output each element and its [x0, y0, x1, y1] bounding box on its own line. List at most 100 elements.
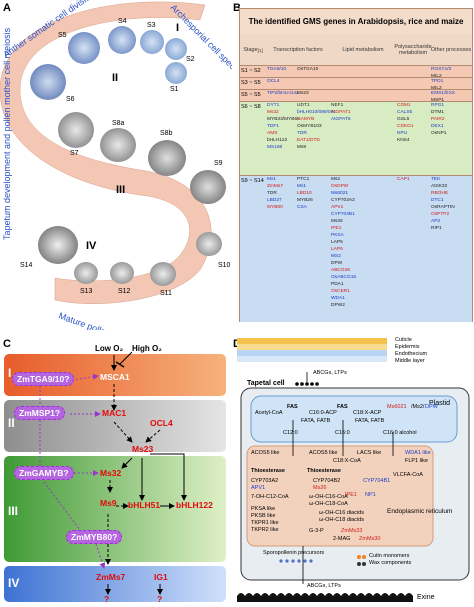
plastid-box	[250, 395, 458, 443]
pw-acetyl: Acetyl-CoA	[255, 410, 283, 416]
gene-name: PTC1	[297, 177, 310, 182]
pw-lacs: LACS like	[357, 450, 382, 456]
edge-mac1-ms23	[113, 421, 133, 443]
gene-name: CDM1	[397, 103, 411, 108]
gene-name: OsDPW	[331, 184, 349, 189]
panel-d-label: D	[233, 338, 241, 350]
gms-gene-table: The identified GMS genes in Arabidopsis,…	[239, 8, 473, 322]
gene-name: DYT1	[267, 103, 280, 108]
edge-ocl4-ms23	[145, 429, 161, 443]
cell-s10	[196, 232, 222, 256]
stage-s13: S13	[80, 288, 93, 295]
pw-c160: C16:0	[335, 430, 350, 436]
gene-name: ZmMs7	[267, 184, 283, 189]
gene-name: OsMYB103	[297, 124, 322, 129]
panel-b-label: B	[233, 2, 241, 14]
stage-roman-iii: III	[116, 184, 126, 196]
gene-name: PAIR2	[431, 117, 445, 122]
cell-s9	[190, 170, 226, 204]
gene-name: CDKG1	[397, 124, 414, 129]
pw-oh-c: ω-OH-C18-CoA	[309, 501, 348, 507]
pw-ms30: ZmMs30	[359, 536, 381, 542]
pw-c120: C12:0	[283, 430, 298, 436]
gene-name: ABCG26	[331, 268, 350, 273]
gene-name: TDR	[297, 131, 307, 136]
panel-c-label: C	[3, 338, 11, 350]
gene-name: MS2	[331, 254, 341, 259]
gene-name: AtSK32	[431, 184, 448, 189]
table-title: The identified GMS genes in Arabidopsis,…	[240, 9, 472, 35]
node-bhlh51: bHLH51	[128, 500, 161, 510]
table-row: S3 ~ S5OCL4TPD1MIL2Ms23	[240, 77, 472, 98]
gene-name: EMS1/EXS	[431, 91, 455, 96]
stage-s8a: S8a	[112, 120, 125, 127]
pw-g3p: G-3-P	[309, 528, 324, 534]
gene-name: RBOHE	[431, 191, 449, 196]
gene-name: RIP1	[431, 226, 442, 231]
label-plastid: Plastid	[429, 400, 451, 407]
gene-name: bHLH122	[267, 138, 288, 143]
gene-name: CSA	[297, 205, 307, 210]
stage-s8b: S8b	[160, 130, 173, 137]
node-ig1: IG1	[154, 572, 168, 582]
cell-s5	[68, 32, 100, 64]
pw-oh-a: 7-OH-C12-CoA	[251, 494, 289, 500]
layer-middle	[237, 356, 387, 362]
roman-ii: II	[8, 416, 15, 430]
arc-tapetum: Tapetum development and pollen mother ce…	[2, 27, 12, 240]
gene-name: LBD27	[267, 198, 282, 203]
pw-c18x: C18:X-CoA	[333, 458, 361, 464]
stage-roman-i: I	[176, 22, 180, 34]
label-abcg-top: ABCGs, LTPs	[313, 370, 347, 376]
pw-ms6021: Ms6021	[387, 404, 407, 410]
gene-name: Mx1	[267, 177, 277, 182]
label-endothecium: Endothecium	[395, 351, 428, 357]
roman-iii: III	[8, 504, 19, 518]
row-stage-label: S3 ~ S5	[241, 80, 261, 86]
pw-ms33: ZmMs33	[341, 528, 363, 534]
stage-s6: S6	[66, 96, 75, 103]
gene-name: Ms23	[297, 91, 309, 96]
sporopollenin-dots	[279, 559, 313, 563]
label-wax: Wax components	[369, 560, 412, 566]
gene-name: CYP704B1	[331, 212, 355, 217]
gene-name: KNS4	[397, 138, 410, 143]
pw-ms26: Ms26	[313, 485, 327, 491]
stage-roman-ii: II	[112, 72, 119, 84]
gene-name: Ms1	[297, 184, 307, 189]
row-stage-label: S9 ~ S14	[241, 178, 264, 184]
gene-name: LAP6	[331, 247, 343, 252]
cell-s14	[38, 226, 78, 264]
pw-vlcfa: VLCFA-CoA	[393, 472, 423, 478]
gene-name: DTM1	[431, 110, 445, 115]
pw-thio-a: Thioesterase	[251, 468, 285, 474]
node-zmgamyb: ZmGAMYB?	[14, 466, 74, 480]
row-stage-label: S5 ~ S5	[241, 92, 261, 98]
pw-dpw: DPW	[425, 404, 438, 410]
label-middle-layer: Middle layer	[395, 358, 425, 364]
pw-fata-2: FATA, FATB	[355, 418, 385, 424]
label-cuticle: Cuticle	[395, 337, 412, 343]
node-ms23: Ms23	[132, 444, 154, 454]
label-tapetal-cell: Tapetal cell	[247, 380, 285, 387]
header-stage: Stage[1]	[243, 47, 263, 53]
gene-name: TPD1	[431, 79, 444, 84]
gene-name: DTC1	[431, 198, 444, 203]
node-bhlh122: bHLH122	[176, 500, 213, 510]
gene-name: APV1	[331, 205, 344, 210]
gene-name: AtGPAT6	[331, 117, 351, 122]
arc-mature: Mature pollen formation and anther dehis…	[57, 310, 232, 330]
row-stage-label: S6 ~ S8	[241, 104, 261, 110]
node-unknown-2: ?	[157, 594, 163, 604]
edge-ms23-bhlh122	[150, 453, 187, 501]
gene-name: MIL2	[431, 86, 442, 91]
pw-thio-b: Thioesterase	[307, 468, 341, 474]
stage-s12: S12	[118, 288, 131, 295]
gene-name: Ms26	[331, 219, 343, 224]
stage-s11: S11	[160, 290, 172, 297]
edge-ms23-ms32	[121, 457, 133, 469]
label-cutin: Cutin monomers	[369, 553, 410, 559]
gene-name: OsABCG15	[331, 275, 357, 280]
pw-ms2: /Ms2/	[411, 404, 425, 410]
